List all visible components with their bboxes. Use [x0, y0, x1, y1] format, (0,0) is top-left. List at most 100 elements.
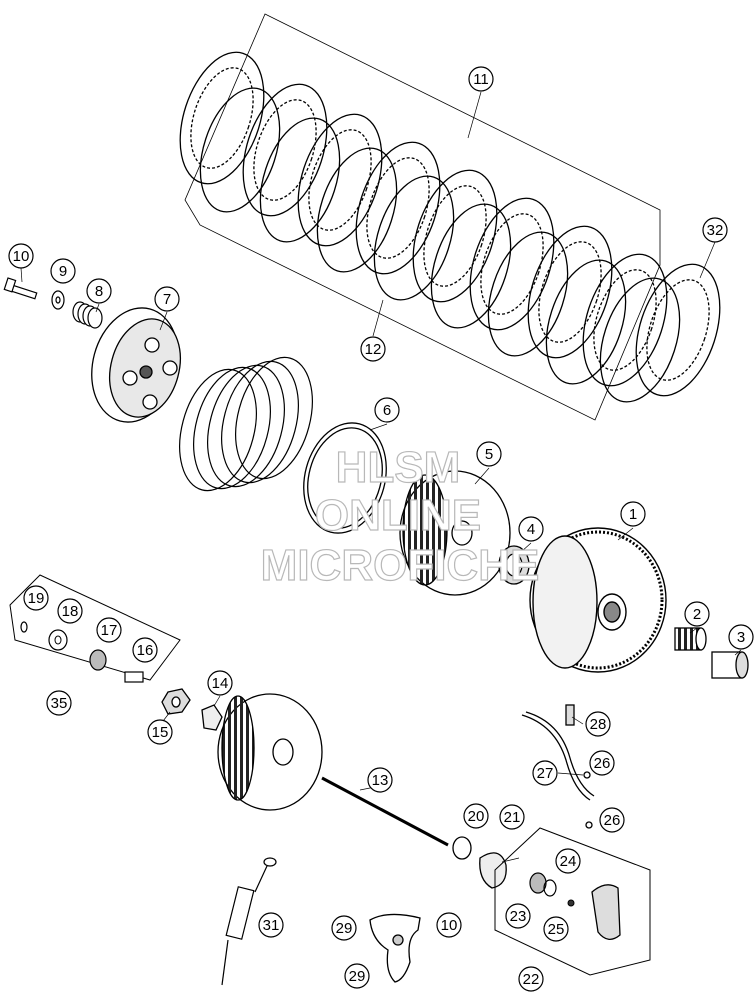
friction-plate [179, 51, 265, 185]
callout-20[interactable]: 20 [463, 803, 489, 829]
callout-9[interactable]: 9 [50, 258, 76, 284]
callout-35[interactable]: 35 [46, 690, 72, 716]
inner-hub-drawing [399, 470, 511, 596]
final-friction-plate [635, 263, 721, 397]
callout-26-upper-number: 26 [594, 755, 611, 772]
friction-plate [355, 141, 441, 275]
callout-8-number: 8 [95, 283, 103, 300]
callout-32[interactable]: 32 [702, 217, 728, 243]
callout-1-number: 1 [629, 506, 637, 523]
callout-1[interactable]: 1 [620, 501, 646, 527]
clutch-basket-drawing [529, 527, 667, 673]
callout-32-number: 32 [707, 222, 724, 239]
friction-plate [190, 67, 254, 169]
callout-22-number: 22 [523, 971, 540, 988]
callout-2[interactable]: 2 [684, 601, 710, 627]
callout-21[interactable]: 21 [499, 804, 525, 830]
spring-part [72, 301, 103, 329]
callout-14[interactable]: 14 [207, 670, 233, 696]
steel-plate [487, 231, 569, 357]
clutch-line-drawing [521, 704, 595, 829]
kit-group-drawing [9, 574, 181, 683]
callout-5[interactable]: 5 [476, 441, 502, 467]
callout-11[interactable]: 11 [468, 66, 494, 92]
callout-24-number: 24 [560, 853, 577, 870]
slave-mount-drawing [369, 913, 421, 983]
callout-27[interactable]: 27 [532, 760, 558, 786]
callout-6[interactable]: 6 [374, 397, 400, 423]
callout-10-bottom-number: 10 [441, 917, 458, 934]
plate-pack-drawing [179, 356, 313, 492]
friction-plate [308, 129, 372, 231]
callout-13[interactable]: 13 [367, 767, 393, 793]
friction-plate [423, 185, 487, 287]
callout-29-bottom[interactable]: 29 [344, 963, 370, 989]
friction-plate [412, 169, 498, 303]
thrust-washer-drawing [498, 545, 530, 585]
bolt-washer-spring [3, 277, 103, 329]
callout-3-number: 3 [737, 629, 745, 646]
callout-26-upper[interactable]: 26 [589, 750, 615, 776]
callout-17[interactable]: 17 [96, 617, 122, 643]
bolt-shaft [9, 284, 38, 300]
callout-leaders [20, 91, 742, 863]
callout-27-number: 27 [537, 765, 554, 782]
steel-plate [373, 175, 455, 301]
callout-6-number: 6 [383, 402, 391, 419]
callout-22[interactable]: 22 [518, 966, 544, 992]
callout-4-number: 4 [527, 521, 535, 538]
callout-20-number: 20 [468, 808, 485, 825]
watermark: HLSM ONLINE MICROFICHE [260, 442, 540, 590]
callout-23[interactable]: 23 [505, 903, 531, 929]
callout-29-top-number: 29 [336, 920, 353, 937]
plate-stack-outline [184, 13, 661, 421]
callout-10-top-number: 10 [13, 248, 30, 265]
pressure-plate-drawing [91, 307, 181, 423]
callout-7[interactable]: 7 [154, 286, 180, 312]
washer-hole [55, 296, 61, 304]
callout-19[interactable]: 19 [23, 585, 49, 611]
callouts: 11 32 12 10 9 8 7 6 5 4 1 2 3 19 18 17 1… [8, 66, 754, 992]
nut-lockwasher-drawing [161, 688, 223, 731]
friction-plate [527, 225, 613, 359]
callout-29-bottom-number: 29 [349, 968, 366, 985]
callout-31[interactable]: 31 [258, 912, 284, 938]
wire-ring-drawing [303, 422, 387, 534]
callout-10-bottom[interactable]: 10 [436, 912, 462, 938]
watermark-line-1: HLSM [336, 443, 461, 492]
primary-gear-drawing [217, 693, 323, 811]
friction-plate [469, 197, 555, 331]
friction-plate [593, 269, 657, 371]
callout-25[interactable]: 25 [543, 916, 569, 942]
callout-24[interactable]: 24 [555, 848, 581, 874]
callout-16-number: 16 [137, 642, 154, 659]
callout-12[interactable]: 12 [360, 336, 386, 362]
callout-15[interactable]: 15 [147, 719, 173, 745]
callout-28[interactable]: 28 [585, 711, 611, 737]
callout-14-number: 14 [212, 675, 229, 692]
bolt-head [3, 277, 17, 293]
oring-gasket-drawing [452, 836, 507, 889]
callout-4[interactable]: 4 [518, 516, 544, 542]
callout-29-top[interactable]: 29 [331, 915, 357, 941]
syringe-drawing [221, 857, 277, 986]
callout-18[interactable]: 18 [57, 598, 83, 624]
callout-8[interactable]: 8 [86, 278, 112, 304]
callout-26-lower[interactable]: 26 [599, 807, 625, 833]
callout-35-number: 35 [51, 695, 68, 712]
callout-18-number: 18 [62, 603, 79, 620]
callout-5-number: 5 [485, 446, 493, 463]
callout-15-number: 15 [152, 724, 169, 741]
callout-25-number: 25 [548, 921, 565, 938]
callout-7-number: 7 [163, 291, 171, 308]
friction-plate [242, 83, 328, 217]
watermark-line-3: MICROFICHE [261, 541, 540, 590]
push-rod-drawing [321, 776, 449, 847]
callout-3[interactable]: 3 [728, 624, 754, 650]
callout-10-top[interactable]: 10 [8, 243, 34, 269]
callout-16[interactable]: 16 [132, 637, 158, 663]
callout-31-number: 31 [263, 917, 280, 934]
callout-12-number: 12 [365, 341, 382, 358]
callout-17-number: 17 [101, 622, 118, 639]
steel-plate [545, 259, 627, 385]
